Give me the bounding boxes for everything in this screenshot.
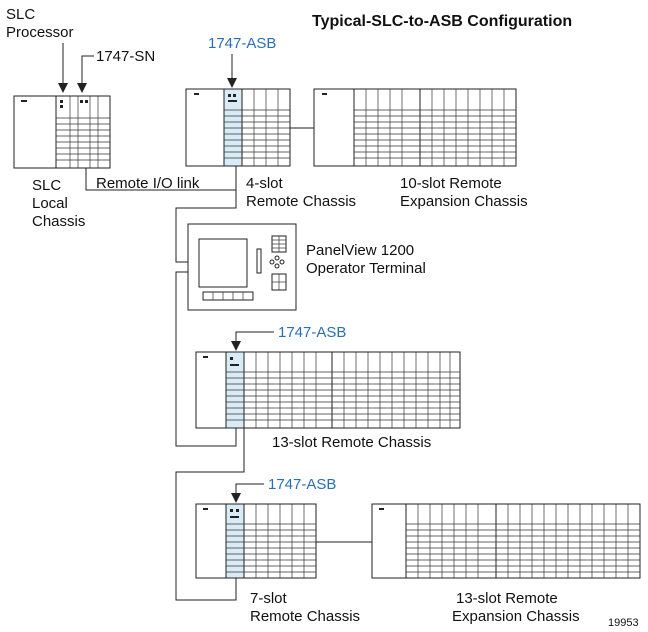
sn-pointer bbox=[81, 55, 94, 85]
panelview-terminal bbox=[187, 223, 297, 311]
slc-processor-label-2: Processor bbox=[6, 24, 74, 41]
thirteen-slot-remote-chassis bbox=[195, 351, 461, 429]
asb-pointer-2 bbox=[235, 331, 274, 343]
seven-slot-remote-chassis bbox=[195, 503, 317, 579]
ten-slot-expansion-chassis bbox=[313, 88, 517, 167]
ten-slot-label-2: Expansion Chassis bbox=[400, 193, 528, 210]
sn-label: 1747-SN bbox=[96, 48, 155, 65]
panelview-label-1: PanelView 1200 bbox=[306, 242, 414, 259]
ten-slot-label-1: 10-slot Remote bbox=[400, 175, 502, 192]
panelview-label-2: Operator Terminal bbox=[306, 260, 426, 277]
slc-local-label-3: Chassis bbox=[32, 213, 85, 230]
four-slot-label-2: Remote Chassis bbox=[246, 193, 356, 210]
slc-local-label-1: SLC bbox=[32, 177, 61, 194]
seven-slot-label-1: 7-slot bbox=[250, 590, 288, 607]
remote-io-cable-3 bbox=[175, 271, 237, 447]
seven-slot-label-2: Remote Chassis bbox=[250, 608, 360, 625]
asb-label-1: 1747-ASB bbox=[208, 35, 276, 52]
asb-label-2: 1747-ASB bbox=[278, 324, 346, 341]
slc-local-label-2: Local bbox=[32, 195, 68, 212]
thirteen-slot-expansion-label-2: Expansion Chassis bbox=[452, 608, 580, 625]
figure-number: 19953 bbox=[608, 617, 639, 629]
remote-io-cable-2 bbox=[175, 166, 237, 263]
diagram-title: Typical-SLC-to-ASB Configuration bbox=[312, 13, 572, 30]
asb-label-3: 1747-ASB bbox=[268, 476, 336, 493]
slc-processor-label-1: SLC bbox=[6, 6, 35, 23]
thirteen-slot-expansion-chassis bbox=[371, 503, 641, 579]
slc-local-chassis bbox=[13, 95, 111, 169]
thirteen-slot-expansion-label-1: 13-slot Remote bbox=[456, 590, 558, 607]
four-slot-label-1: 4-slot bbox=[246, 175, 284, 192]
remote-io-cable-4 bbox=[175, 428, 245, 601]
remote-io-link-label: Remote I/O link bbox=[96, 175, 200, 192]
thirteen-slot-label: 13-slot Remote Chassis bbox=[272, 434, 431, 451]
four-slot-remote-chassis bbox=[185, 88, 291, 167]
asb-pointer-3 bbox=[235, 483, 264, 495]
